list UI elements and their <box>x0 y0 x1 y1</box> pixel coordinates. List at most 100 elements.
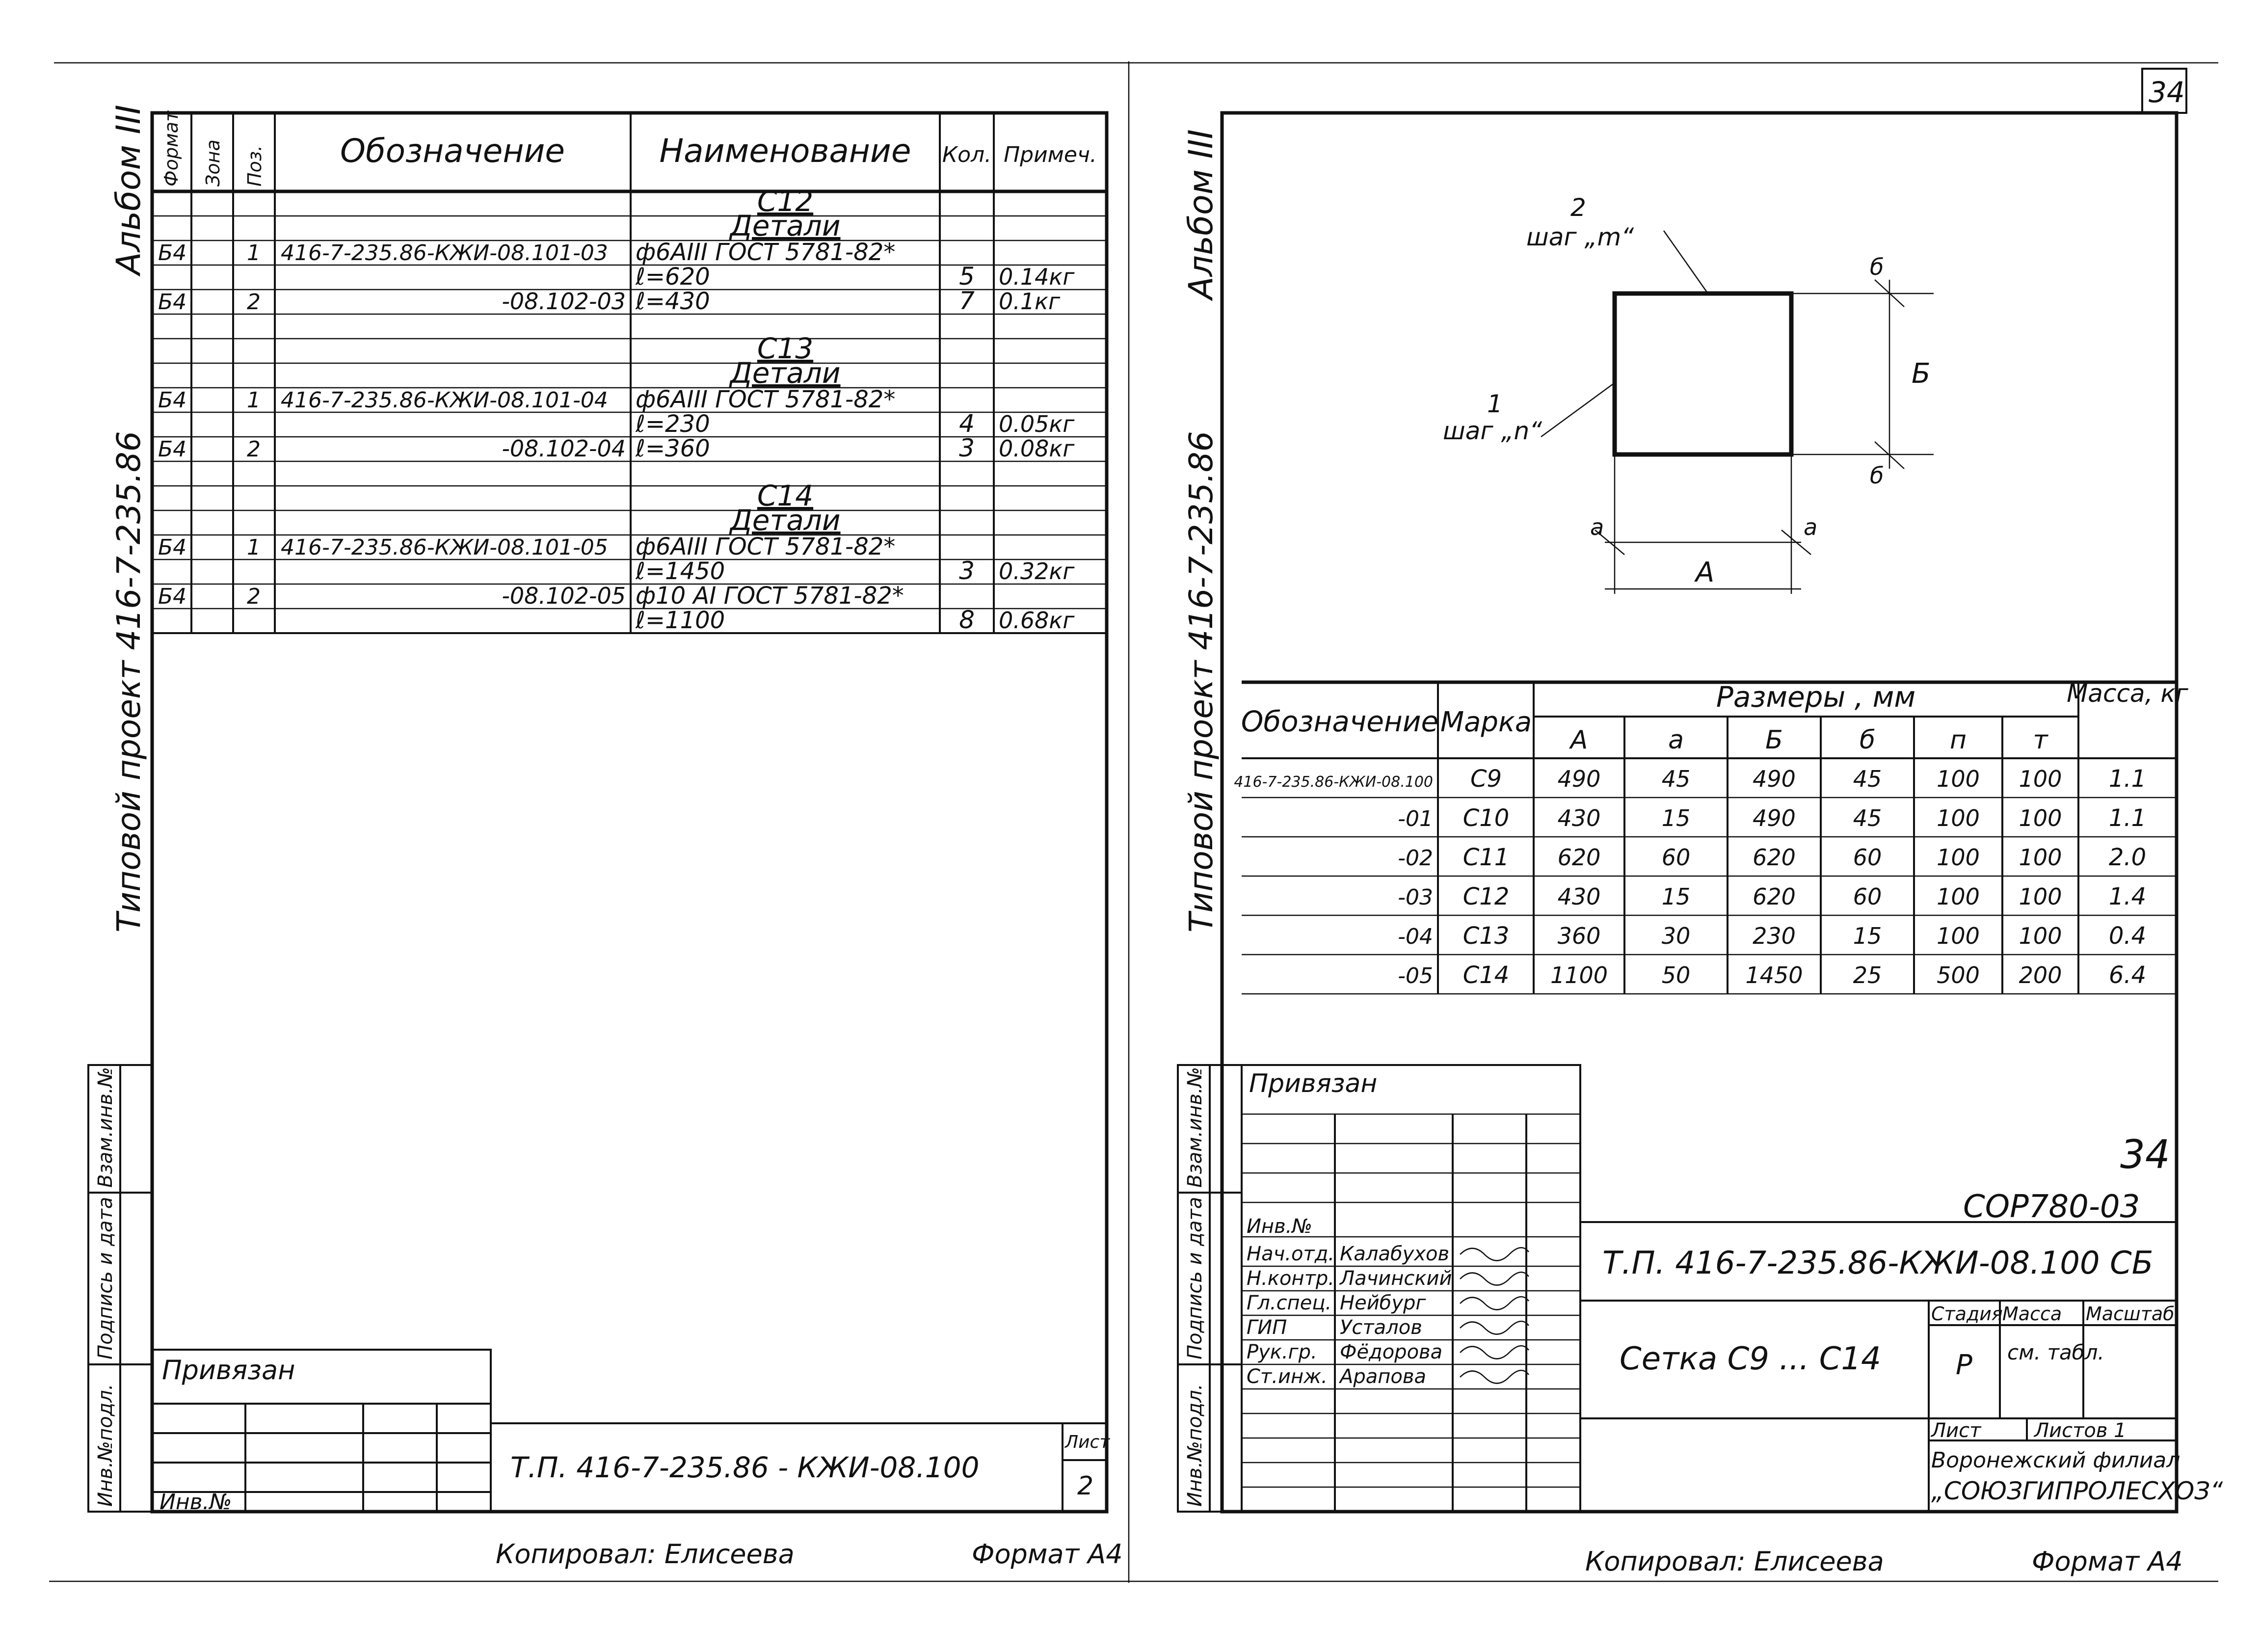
stamp-code: СОР780-03 <box>1963 1189 2140 1225</box>
staff-row: ГИП Усталов <box>1247 1316 1529 1339</box>
row-qty: 5 <box>959 262 975 291</box>
staff-role: Нач.отд. <box>1247 1243 1334 1265</box>
row-mark: С14 <box>1463 961 1510 989</box>
size-col-m: т <box>2033 725 2048 755</box>
row-designation: 416-7-235.86-КЖИ-08.101-05 <box>281 535 608 560</box>
staff-row: Гл.спец.Нейбург <box>1247 1292 1529 1314</box>
row-size-b: 45 <box>1853 805 1882 831</box>
row-name: ℓ=360 <box>635 435 710 462</box>
row-size-A: 360 <box>1558 923 1601 949</box>
row-format: Б4 <box>158 240 186 266</box>
row-mass: 1.1 <box>2109 804 2146 832</box>
left-vert-album: Альбом III <box>109 105 148 277</box>
table-row: Детали <box>728 356 840 390</box>
row-designation: 416-7-235.86-КЖИ-08.100 <box>1234 773 1433 791</box>
left-copied-by: Копировал: Елисеева <box>496 1539 795 1570</box>
sheets-label: Листов 1 <box>2033 1419 2127 1442</box>
row-qty: 7 <box>959 287 975 315</box>
row-title: Детали <box>728 504 840 537</box>
row-title: С14 <box>757 479 813 512</box>
header-note: Примеч. <box>1004 142 1097 167</box>
row-designation: 416-7-235.86-КЖИ-08.101-04 <box>281 388 608 413</box>
row-name: ф10 АI ГОСТ 5781-82* <box>636 582 904 610</box>
row-title: Детали <box>728 356 840 390</box>
row-mark: С9 <box>1470 765 1502 793</box>
row-name: ℓ=230 <box>635 410 710 438</box>
table-row: С12 <box>757 185 813 218</box>
dim-a-right: а <box>1804 514 1817 540</box>
staff-row: Ст.инж.Арапова <box>1247 1365 1529 1388</box>
mesh-diagram: 2 шаг „m“ 1 шаг „n“ б Б б а а А <box>1443 193 1934 594</box>
row-name: ℓ=1450 <box>635 558 725 585</box>
row-size-B: 230 <box>1753 923 1796 949</box>
left-side-label-1: Взам.инв.№ <box>94 1067 117 1188</box>
mass-value: см. табл. <box>2007 1340 2104 1364</box>
row-name: ℓ=1100 <box>635 607 725 634</box>
table-row: С14 <box>757 479 813 512</box>
leader-2 <box>1663 230 1709 294</box>
row-pos: 2 <box>247 437 261 462</box>
row-size-a: 30 <box>1662 923 1691 949</box>
size-col-A: А <box>1569 725 1588 755</box>
row-size-a: 60 <box>1662 844 1691 871</box>
left-page: Альбом III Типовой проект 416-7-235.86 Ф… <box>87 105 1123 1570</box>
header-qty: Кол. <box>942 142 991 167</box>
staff-name: Усталов <box>1340 1316 1422 1339</box>
row-size-m: 100 <box>2019 844 2062 871</box>
header-pos: Поз. <box>244 145 266 187</box>
signature-scribble <box>1460 1272 1529 1286</box>
row-format: Б4 <box>158 584 186 609</box>
left-sheet-no: 2 <box>1077 1471 1093 1501</box>
right-title-block: Привязан 34 СОР780-03 Т.П. 416-7-235.86-… <box>1241 1064 2223 1513</box>
staff-name: Лачинский <box>1339 1267 1452 1290</box>
dim-b-small-bottom: б <box>1870 462 1884 489</box>
mass-label: Масса <box>2002 1303 2062 1325</box>
row-size-n: 500 <box>1937 962 1980 988</box>
row-name: ф6АIII ГОСТ 5781-82* <box>636 239 895 266</box>
size-col-n: п <box>1950 725 1967 755</box>
row-format: Б4 <box>158 535 186 560</box>
left-format: Формат А4 <box>972 1539 1123 1570</box>
row-size-B: 620 <box>1753 883 1796 910</box>
signature-scribble <box>1460 1370 1529 1384</box>
row-format: Б4 <box>158 388 186 413</box>
right-side-label-2: Подпись и дата <box>1184 1197 1206 1359</box>
staff-row: Н.контр.Лачинский <box>1247 1267 1529 1290</box>
staff-name: Нейбург <box>1340 1292 1426 1314</box>
dim-A: А <box>1694 557 1714 588</box>
staff-role: Рук.гр. <box>1247 1341 1317 1363</box>
row-designation: -03 <box>1398 885 1433 910</box>
staff-role: ГИП <box>1247 1316 1287 1339</box>
size-col-B: Б <box>1765 725 1783 755</box>
row-qty: 3 <box>959 434 975 462</box>
row-name: ℓ=430 <box>635 288 710 315</box>
row-mark: С13 <box>1463 922 1510 950</box>
row-note: 0.05кг <box>999 411 1075 437</box>
row-mass: 6.4 <box>2109 961 2146 989</box>
row-size-b: 45 <box>1853 766 1882 792</box>
row-mark: С12 <box>1463 883 1510 910</box>
signature-scribble <box>1460 1321 1529 1335</box>
row-size-n: 100 <box>1937 844 1980 871</box>
header-zone: Зона <box>202 139 224 187</box>
row-name: ф6АIII ГОСТ 5781-82* <box>636 386 895 413</box>
left-title-block: Привязан Инв.№ Т.П. 416-7-235.86 - КЖИ-0… <box>151 1349 1110 1515</box>
row-note: 0.14кг <box>999 264 1075 290</box>
row-designation: -08.102-04 <box>502 435 626 462</box>
row-size-a: 50 <box>1662 962 1691 988</box>
table-header-mark: Марка <box>1440 706 1532 738</box>
staff-role: Ст.инж. <box>1247 1365 1328 1388</box>
right-doc-title: Сетка С9 ... С14 <box>1620 1341 1881 1377</box>
row-size-m: 100 <box>2019 883 2062 910</box>
row-size-B: 1450 <box>1745 962 1803 988</box>
org-line-1: Воронежский филиал <box>1931 1448 2180 1473</box>
row-designation: -08.102-03 <box>502 288 626 315</box>
left-side-label-3: Инв.№подл. <box>94 1384 117 1507</box>
row-mass: 1.1 <box>2109 765 2146 793</box>
row-title: Детали <box>728 209 840 242</box>
